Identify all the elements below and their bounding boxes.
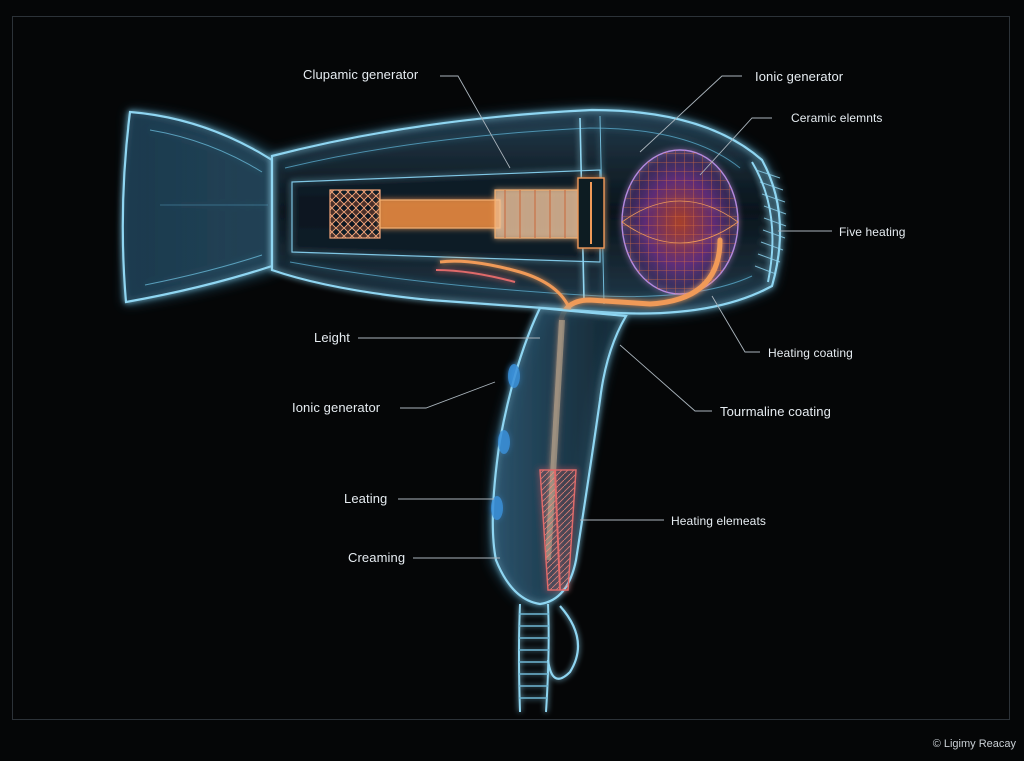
leader-lines bbox=[358, 75, 832, 559]
label-leating: Leating bbox=[344, 491, 388, 506]
label-clupamic-generator: Clupamic generator bbox=[303, 67, 419, 82]
filter-mesh-dome bbox=[621, 149, 739, 295]
watermark: © Ligimy Reacay bbox=[932, 738, 1016, 750]
label-leight: Leight bbox=[314, 330, 351, 345]
label-ionic-generator-top: Ionic generator bbox=[755, 69, 844, 84]
power-cord bbox=[518, 603, 580, 713]
handle bbox=[491, 306, 628, 606]
label-five-heating: Five heating bbox=[839, 225, 906, 239]
heating-core bbox=[379, 177, 605, 249]
ceramic-hex-grid bbox=[329, 189, 381, 239]
label-heating-coating: Heating coating bbox=[768, 346, 853, 360]
label-ionic-generator-left: Ionic generator bbox=[292, 400, 381, 415]
nozzle bbox=[121, 110, 274, 304]
label-creaming: Creaming bbox=[348, 550, 406, 565]
label-ceramic-elements: Ceramic elemnts bbox=[791, 111, 883, 125]
label-tourmaline-coating: Tourmaline coating bbox=[720, 404, 831, 419]
diagram-frame bbox=[12, 16, 1010, 720]
label-heating-elements: Heating elemeats bbox=[671, 514, 766, 528]
